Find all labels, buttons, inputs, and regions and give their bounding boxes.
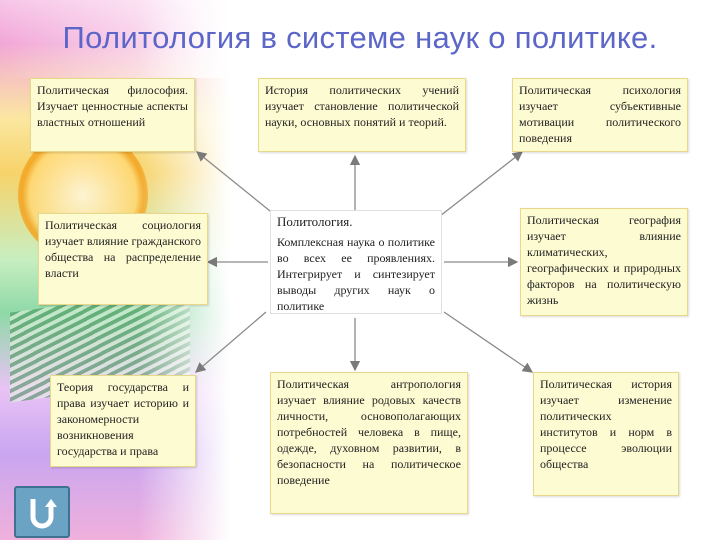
history-teachings-text: История политических учений изучает стан… (265, 83, 459, 129)
return-arrow-icon (30, 499, 57, 529)
geography-text: Политическая география изучает влияние к… (527, 213, 681, 307)
box-history-of-teachings: История политических учений изучает стан… (258, 78, 466, 152)
slide-title: Политология в системе наук о политике. (62, 20, 658, 55)
sociology-text: Политическая социология изучает влияние … (45, 218, 202, 280)
philosophy-text: Политическая философия. Изучает ценностн… (37, 83, 188, 129)
box-theory-state-law: Теория государства и права изучает истор… (50, 375, 196, 467)
title-band (0, 0, 720, 78)
box-philosophy: Политическая философия. Изучает ценностн… (30, 78, 195, 152)
history-text: Политическая история изучает изменение п… (540, 377, 672, 471)
politology-text: Комплексная наука о политике во всех ее … (277, 235, 435, 313)
box-anthropology: Политическая антропология изучает влияни… (270, 372, 468, 514)
theory-text: Теория государства и права изучает истор… (57, 380, 189, 458)
arrow-psychology (439, 151, 524, 217)
arrow-history (443, 311, 534, 373)
box-sociology: Политическая социология изучает влияние … (38, 213, 208, 305)
box-geography: Политическая география изучает влияние к… (520, 208, 688, 316)
return-button[interactable] (14, 486, 70, 538)
psychology-text: Политическая психология изучает субъекти… (519, 83, 681, 145)
arrow-philosophy (195, 151, 276, 216)
anthropology-text: Политическая антропология изучает влияни… (277, 377, 461, 487)
politology-title: Политология. (277, 214, 353, 229)
box-history: Политическая история изучает изменение п… (533, 372, 679, 496)
arrow-theory (195, 311, 267, 373)
box-psychology: Политическая психология изучает субъекти… (512, 78, 688, 152)
box-politology: Политология. Комплексная наука о политик… (270, 210, 442, 314)
